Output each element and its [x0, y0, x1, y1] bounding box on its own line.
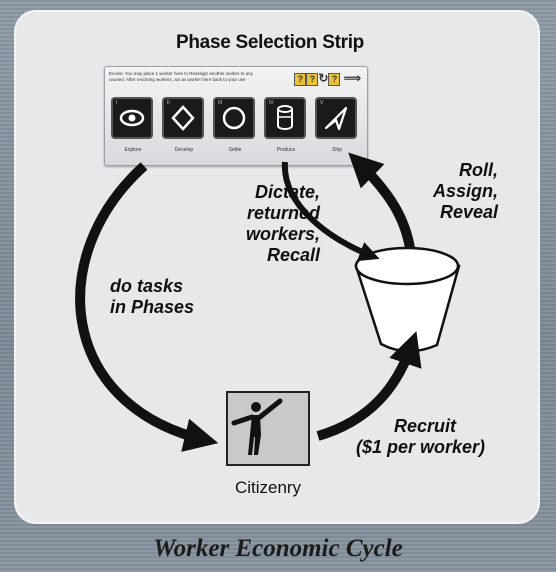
ship-arrow-icon [324, 106, 348, 131]
strip-title: Phase Selection Strip [176, 32, 364, 53]
phase-explore: I Explore [111, 97, 159, 153]
phase-produce: IV Produce [264, 97, 312, 153]
phase-settle: III Settle [213, 97, 261, 153]
strip-rules-text: Evolve: You may place 1 worker here to R… [109, 71, 253, 82]
phase-develop: II Develop [162, 97, 210, 153]
citizenry-node [226, 391, 310, 466]
strip-reassign-icons: ??↻? ⟹ [294, 71, 361, 86]
figure-caption: Worker Economic Cycle [153, 535, 403, 562]
phase-ship: V Ship [315, 97, 363, 153]
citizenry-label: Citizenry [234, 478, 302, 497]
circle-icon [222, 106, 246, 130]
arrow-recruit [316, 331, 422, 441]
arrow-do-tasks [75, 162, 219, 452]
diamond-icon [171, 105, 195, 131]
phase-selection-strip: Evolve: You may place 1 worker here to R… [104, 66, 368, 166]
eye-icon [119, 109, 145, 127]
arrow-roll-assign [348, 152, 415, 249]
label-dictate: Dictate, returned workers, Recall [245, 182, 320, 265]
cylinder-icon [277, 105, 293, 130]
label-do-tasks: do tasks in Phases [110, 276, 195, 317]
worker-figure-icon [231, 398, 283, 455]
arrow-dictate [281, 161, 380, 262]
label-roll-assign-reveal: Roll, Assign, Reveal [432, 160, 498, 222]
label-recruit: Recruit ($1 per worker) [356, 416, 486, 457]
cup-icon [354, 246, 461, 353]
